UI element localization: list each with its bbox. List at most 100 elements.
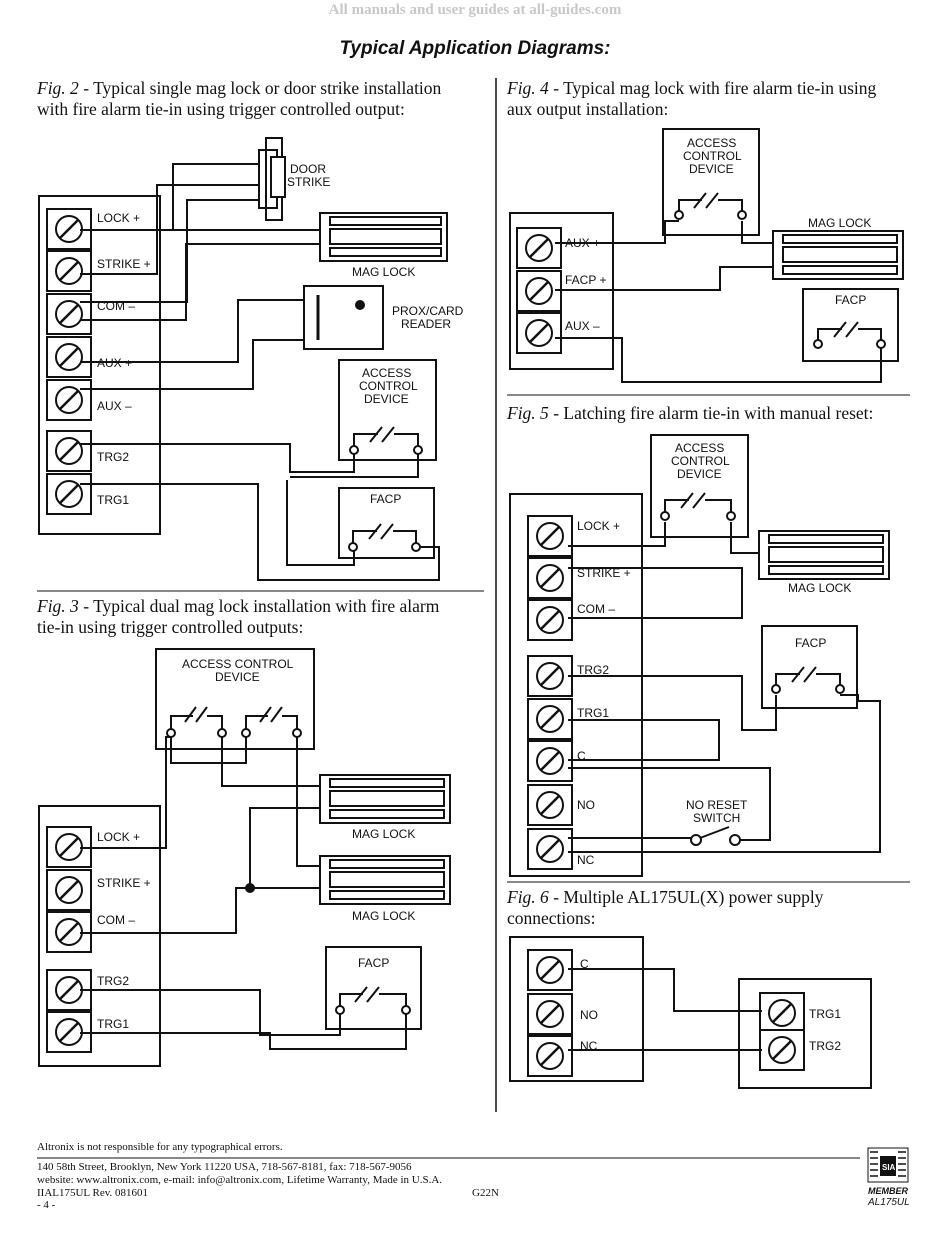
fig5-facp-label: FACP (795, 636, 826, 650)
footer-code: G22N (472, 1187, 499, 1199)
fig2-access-3: DEVICE (364, 392, 409, 406)
footer-address: 140 58th Street, Brooklyn, New York 1122… (37, 1161, 412, 1173)
fig5-terminal-screw-6 (527, 784, 573, 826)
fig6-caption-line2: connections: (507, 908, 596, 928)
fig6-left-term-label-1: NO (580, 1008, 598, 1022)
fig2-terminal-screw-6 (46, 473, 92, 515)
fig5-term-label-4: TRG1 (577, 706, 609, 720)
fig6-right-board (738, 978, 872, 1089)
page-title: Typical Application Diagrams: (339, 38, 611, 59)
fig2-facp-label: FACP (370, 492, 401, 506)
fig2-access-2: CONTROL (359, 379, 418, 393)
fig4-facp: FACP (802, 288, 899, 362)
fig3-mag-lock-2: MAG LOCK (319, 855, 451, 923)
fig6-left-terminal-block (527, 949, 573, 1077)
fig4-term-label-1: FACP + (565, 273, 606, 287)
sia-logo-text: SIA (882, 1163, 896, 1172)
fig6-right-term-label-1: TRG2 (809, 1039, 841, 1053)
fig4-label: Fig. 4 (507, 78, 549, 98)
model-label: AL175UL (868, 1197, 910, 1208)
footer-page-number: - 4 - (37, 1199, 56, 1211)
fig3-mag-lock-2-label: MAG LOCK (352, 909, 415, 923)
fig4-caption: Fig. 4 - Typical mag lock with fire alar… (507, 78, 876, 120)
fig3-access-2: DEVICE (215, 670, 260, 684)
fig3-mag-lock-1-label: MAG LOCK (352, 827, 415, 841)
fig3-terminal-screw-0 (46, 826, 92, 868)
fig5-terminal-screw-0 (527, 515, 573, 557)
fig4-caption-line1: - Typical mag lock with fire alarm tie-i… (548, 78, 877, 98)
fig5-access-1: ACCESS (675, 441, 724, 455)
fig3-diagram: ACCESS CONTROL DEVICE MAG LOCK MAG LOCK … (38, 648, 451, 1067)
fig4-terminal-screw-2 (516, 312, 562, 354)
fig5-diagram: ACCESS CONTROL DEVICE MAG LOCK FACP NO R… (509, 434, 890, 877)
fig3-terminal-screw-1 (46, 869, 92, 911)
door-strike-label-1: DOOR (290, 162, 326, 176)
fig6-label: Fig. 6 (507, 887, 549, 907)
fig3-label: Fig. 3 (37, 596, 79, 616)
fig3-terminal-block (46, 826, 92, 1053)
fig4-diagram: ACCESS CONTROL DEVICE MAG LOCK FACP (509, 128, 904, 383)
fig6-right-terminal-block (759, 992, 805, 1071)
fig5-term-label-5: C (577, 749, 586, 763)
fig3-access-control (155, 648, 315, 750)
fig6-right-term-label-0: TRG1 (809, 1007, 841, 1021)
sia-logo: SIA (867, 1147, 909, 1183)
fig6-left-terminal-screw-2 (527, 1035, 573, 1077)
fig4-access-2: CONTROL (683, 149, 742, 163)
fig6-left-terminal-screw-0 (527, 949, 573, 991)
terminal-labels: LOCK + STRIKE + COM – AUX + AUX – TRG2 T… (97, 211, 841, 1053)
fig4-access-control (662, 128, 760, 236)
fig4-terminal-screw-0 (516, 227, 562, 269)
fig6-left-terminal-screw-1 (527, 993, 573, 1035)
fig6-left-board (509, 936, 644, 1082)
switch-label-1: NO RESET (686, 798, 748, 812)
prox-card-reader: PROX/CARD READER (303, 285, 464, 350)
fig5-mag-lock: MAG LOCK (758, 530, 890, 595)
fig2-term-label-6: TRG1 (97, 493, 129, 507)
fig5-terminal-screw-7 (527, 828, 573, 870)
fig2-diagram: DOOR STRIKE MAG LOCK PROX/CARD READER AC… (38, 137, 464, 581)
fig6-right-terminal-screw-0 (759, 992, 805, 1034)
fig4-term-label-0: AUX + (565, 236, 600, 250)
fig2-term-label-4: AUX – (97, 399, 132, 413)
fig5-term-label-3: TRG2 (577, 663, 609, 677)
fig3-term-label-3: TRG2 (97, 974, 129, 988)
fig6-caption: Fig. 6 - Multiple AL175UL(X) power suppl… (507, 887, 823, 929)
fig5-caption: Fig. 5 - Latching fire alarm tie-in with… (507, 403, 873, 424)
footer-disclaimer: Altronix is not responsible for any typo… (37, 1141, 283, 1153)
fig3-caption: Fig. 3 - Typical dual mag lock installat… (37, 596, 439, 638)
footer-website: website: www.altronix.com, e-mail: info@… (37, 1174, 443, 1186)
fig2-term-label-3: AUX + (97, 356, 132, 370)
fig4-access-3: DEVICE (689, 162, 734, 176)
door-strike-label-2: STRIKE (287, 175, 330, 189)
fig2-terminal-screw-3 (46, 336, 92, 378)
fig6-left-term-label-2: NC (580, 1039, 598, 1053)
fig5-terminal-screw-5 (527, 740, 573, 782)
fig6-left-term-label-0: C (580, 957, 589, 971)
fig2-term-label-5: TRG2 (97, 450, 129, 464)
fig5-caption-line1: - Latching fire alarm tie-in with manual… (548, 403, 874, 423)
fig2-caption: Fig. 2 - Typical single mag lock or door… (37, 78, 441, 120)
fig2-access-1: ACCESS (362, 366, 411, 380)
fig2-access-control: ACCESS CONTROL DEVICE (338, 359, 437, 461)
fig3-term-label-0: LOCK + (97, 830, 140, 844)
fig5-access-3: DEVICE (677, 467, 722, 481)
prox-label-1: PROX/CARD (392, 304, 464, 318)
fig4-term-label-2: AUX – (565, 319, 600, 333)
fig5-term-label-2: COM – (577, 602, 615, 616)
fig4-access-1: ACCESS (687, 136, 736, 150)
fig6-right-terminal-screw-1 (759, 1029, 805, 1071)
fig6-diagram (509, 936, 872, 1089)
fig4-facp-label: FACP (835, 293, 866, 307)
fig2-facp: FACP (338, 487, 435, 559)
fig5-facp: FACP (761, 625, 858, 709)
fig5-terminal-screw-3 (527, 655, 573, 697)
fig5-term-label-6: NO (577, 798, 595, 812)
fig5-power-board (509, 493, 643, 877)
switch-label-2: SWITCH (693, 811, 740, 825)
prox-label-2: READER (401, 317, 451, 331)
fig5-terminal-screw-1 (527, 557, 573, 599)
fig5-term-label-7: NC (577, 853, 595, 867)
fig2-terminal-screw-5 (46, 430, 92, 472)
door-strike: DOOR STRIKE (258, 137, 330, 221)
